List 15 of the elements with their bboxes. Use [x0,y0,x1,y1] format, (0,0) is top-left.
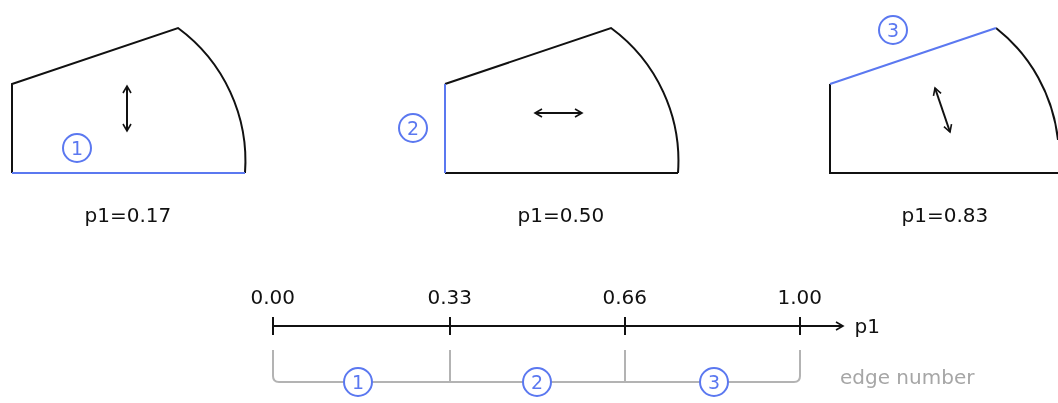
legend-text: edge number [840,365,975,389]
axis-label: p1 [854,314,880,338]
p1-label: p1=0.17 [84,203,172,227]
tick-label: 0.33 [427,285,473,309]
callout-number: 3 [699,367,729,397]
callout-number: 2 [522,367,552,397]
callout-number: 3 [878,15,908,45]
callout-number: 2 [398,113,428,143]
p1-label: p1=0.50 [517,203,605,227]
tick-label: 1.00 [777,285,823,309]
p1-label: p1=0.83 [901,203,989,227]
tick-label: 0.00 [250,285,296,309]
tick-label: 0.66 [602,285,648,309]
callout-number: 1 [343,367,373,397]
callout-number: 1 [62,133,92,163]
